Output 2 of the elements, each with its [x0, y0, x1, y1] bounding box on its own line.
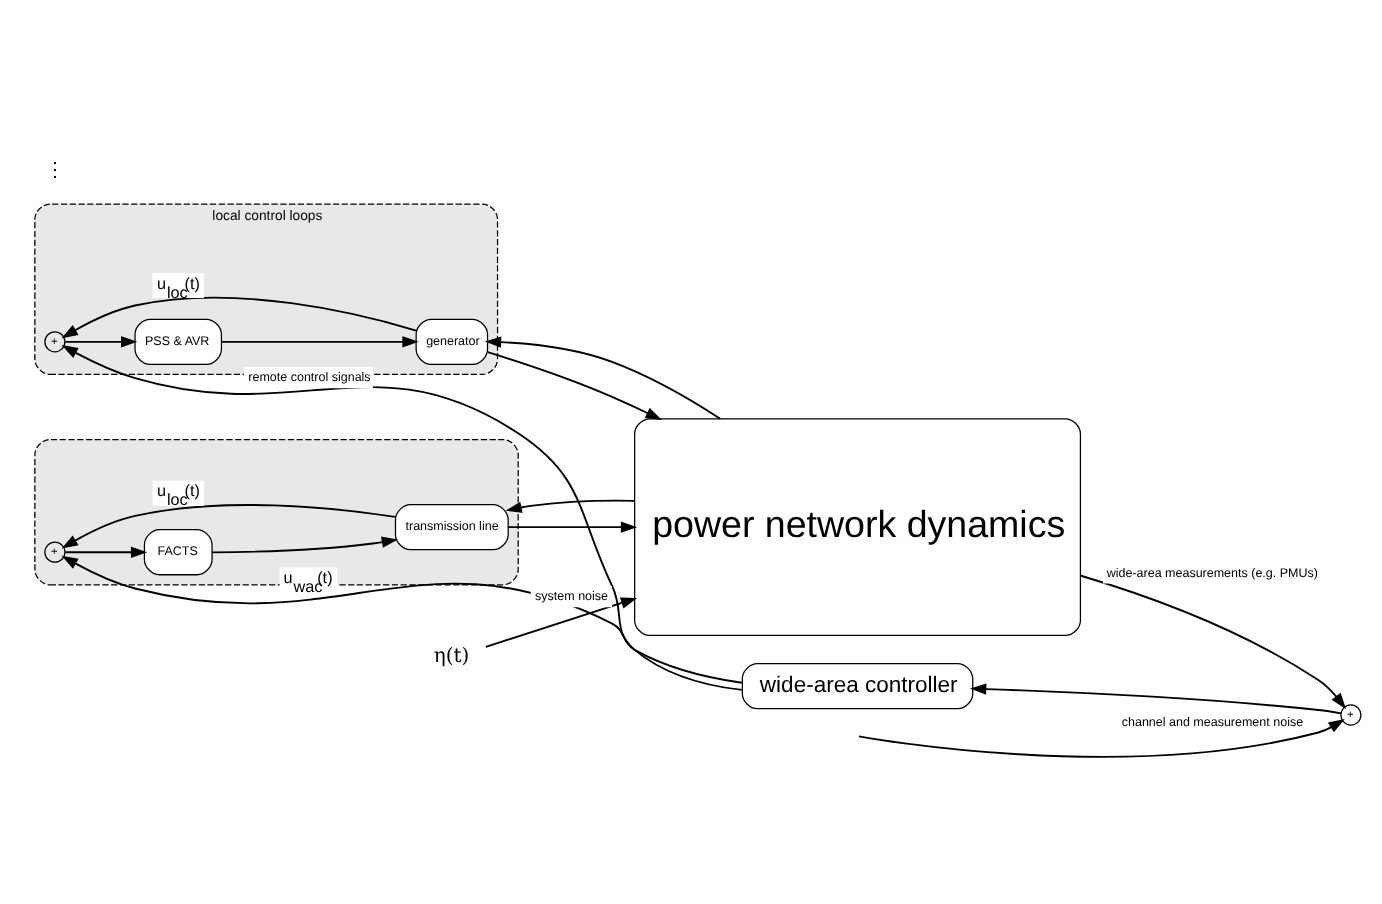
- label: ⋮: [44, 159, 65, 182]
- node-text: η(t): [433, 645, 470, 668]
